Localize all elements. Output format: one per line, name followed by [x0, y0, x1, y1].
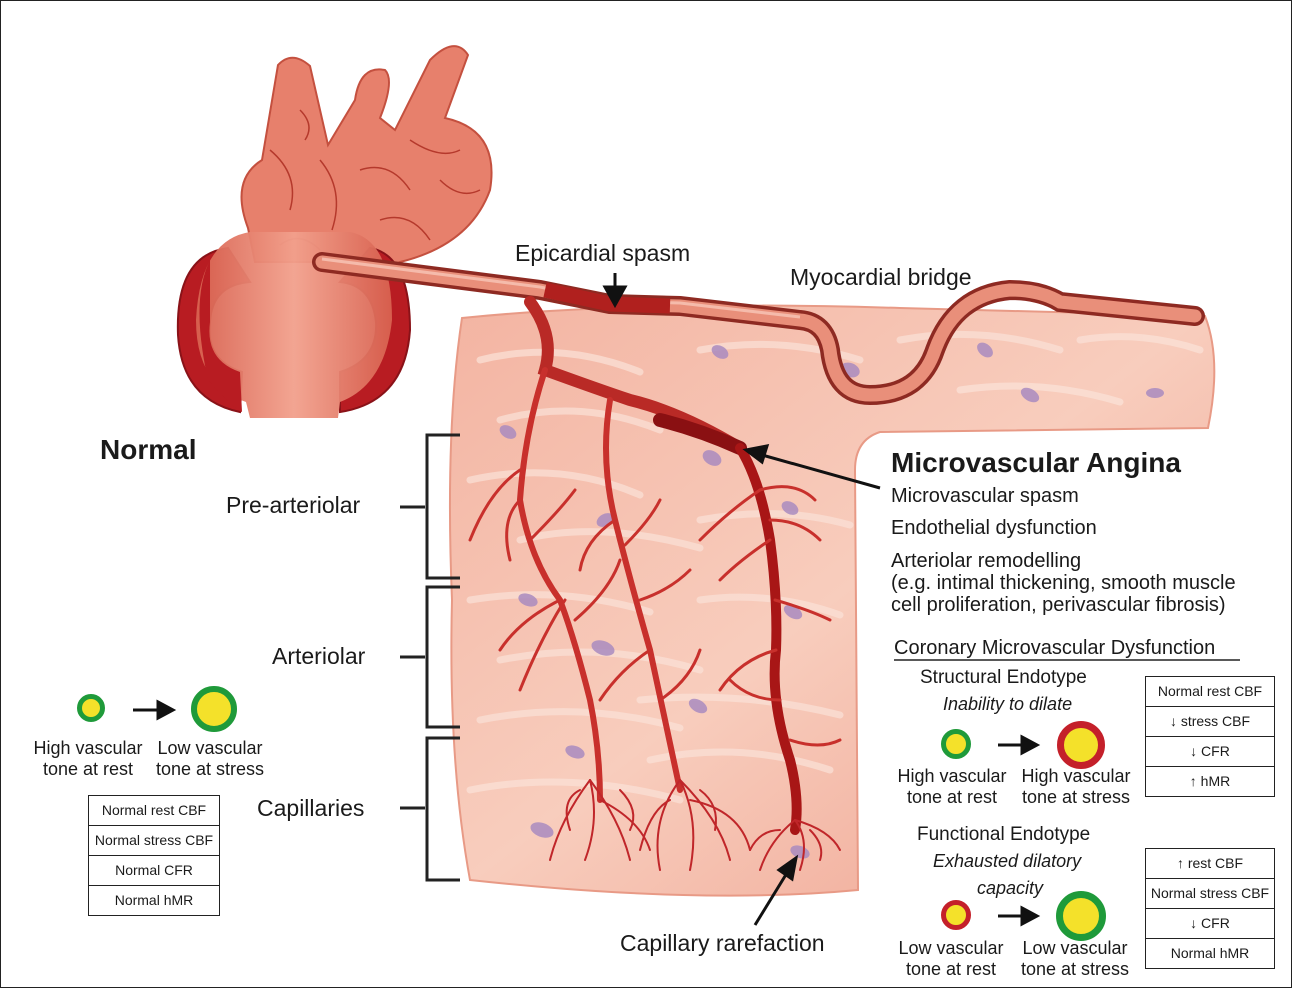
microvascular-angina-heading: Microvascular Angina — [891, 449, 1181, 477]
structural-table-row: ↓ stress CBF — [1146, 707, 1274, 737]
functional-stress-vessel-marker — [1056, 891, 1106, 941]
microvascular-spasm-label: Microvascular spasm — [891, 485, 1079, 507]
functional-rest-vessel-marker — [941, 900, 971, 930]
remodelling-detail-line-2: cell proliferation, perivascular fibrosi… — [891, 594, 1226, 616]
structural-table-row: ↓ CFR — [1146, 737, 1274, 767]
functional-table-row: Normal hMR — [1146, 939, 1274, 968]
capillary-rarefaction-label: Capillary rarefaction — [620, 932, 825, 955]
normal-heading: Normal — [100, 436, 196, 464]
cmd-heading: Coronary Microvascular Dysfunction — [894, 637, 1215, 659]
structural-endotype-heading: Structural Endotype — [920, 668, 1087, 687]
structural-flow-table: Normal rest CBF ↓ stress CBF ↓ CFR ↑ hMR — [1145, 676, 1275, 797]
structural-rest-vessel-marker — [941, 729, 971, 759]
normal-table-row: Normal stress CBF — [89, 826, 219, 856]
normal-flow-table: Normal rest CBF Normal stress CBF Normal… — [88, 795, 220, 916]
structural-stress-vessel-marker — [1057, 721, 1105, 769]
normal-table-row: Normal hMR — [89, 886, 219, 915]
aorta — [178, 46, 492, 418]
functional-flow-table: ↑ rest CBF Normal stress CBF ↓ CFR Norma… — [1145, 848, 1275, 969]
structural-table-row: Normal rest CBF — [1146, 677, 1274, 707]
exhausted-dilatory-label: Exhausted dilatory — [933, 852, 1081, 870]
normal-table-row: Normal CFR — [89, 856, 219, 886]
functional-table-row: ↓ CFR — [1146, 909, 1274, 939]
normal-stress-vessel-marker — [191, 686, 237, 732]
capacity-label: capacity — [977, 879, 1043, 897]
remodelling-detail-line-1: (e.g. intimal thickening, smooth muscle — [891, 572, 1236, 594]
normal-rest-vessel-marker — [77, 694, 105, 722]
functional-table-row: ↑ rest CBF — [1146, 849, 1274, 879]
myocardial-bridge-label: Myocardial bridge — [790, 266, 972, 289]
pre-arteriolar-label: Pre-arteriolar — [226, 494, 360, 517]
capillaries-label: Capillaries — [257, 797, 364, 820]
arteriolar-remodelling-label: Arteriolar remodelling — [891, 550, 1081, 572]
endothelial-dysfunction-label: Endothelial dysfunction — [891, 517, 1097, 539]
epicardial-spasm-label: Epicardial spasm — [515, 242, 690, 265]
arteriolar-label: Arteriolar — [272, 645, 365, 668]
inability-to-dilate-label: Inability to dilate — [943, 695, 1072, 713]
normal-table-row: Normal rest CBF — [89, 796, 219, 826]
functional-table-row: Normal stress CBF — [1146, 879, 1274, 909]
structural-table-row: ↑ hMR — [1146, 767, 1274, 796]
functional-endotype-heading: Functional Endotype — [917, 825, 1090, 844]
